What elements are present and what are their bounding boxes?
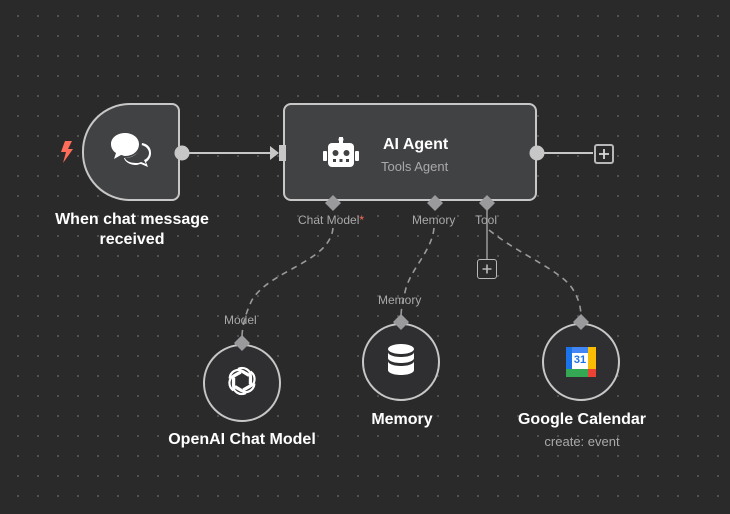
chat-model-port-label: Chat Model* <box>298 213 364 227</box>
trigger-node-chat[interactable] <box>82 103 180 201</box>
memory-port-label: Memory <box>412 213 456 227</box>
trigger-label-line1: When chat message <box>55 211 209 228</box>
add-tool-button[interactable] <box>477 259 497 279</box>
google-calendar-icon: 31 <box>566 347 596 377</box>
database-icon <box>387 343 415 381</box>
memory-input-port[interactable] <box>393 314 409 330</box>
tool-port[interactable] <box>479 195 495 211</box>
tool-port-label: Tool <box>475 213 498 227</box>
openai-input-port[interactable] <box>234 335 250 351</box>
calendar-input-port[interactable] <box>573 314 589 330</box>
required-marker: * <box>359 213 365 227</box>
robot-icon <box>323 137 359 176</box>
add-next-node-button[interactable] <box>594 144 614 164</box>
chat-model-port[interactable] <box>325 195 341 211</box>
google-calendar-node[interactable]: 31 <box>542 323 620 401</box>
plus-icon <box>482 264 492 274</box>
openai-port-label: Model <box>224 313 257 327</box>
calendar-node-sublabel: create: event <box>544 434 620 449</box>
calendar-node-label: Google Calendar <box>517 411 647 428</box>
chat-model-port-text: Chat Model <box>298 213 360 227</box>
memory-node-label: Memory <box>371 411 433 428</box>
agent-subtitle: Tools Agent <box>381 159 449 174</box>
calendar-day-text: 31 <box>573 354 587 366</box>
arrow-head <box>270 146 279 160</box>
trigger-label-line2: received <box>99 231 165 248</box>
openai-node-label: OpenAI Chat Model <box>168 431 316 448</box>
memory-node[interactable] <box>362 323 440 401</box>
connection-chat-model[interactable] <box>241 227 334 339</box>
agent-output-handle[interactable] <box>529 145 545 161</box>
agent-input-handle[interactable] <box>279 145 287 161</box>
connection-tool[interactable] <box>488 229 582 319</box>
openai-logo-icon <box>225 364 259 403</box>
ai-agent-node[interactable]: AI Agent Tools Agent <box>283 103 537 201</box>
connection-memory[interactable] <box>400 227 435 319</box>
memory-port[interactable] <box>427 195 443 211</box>
memory-node-port-label: Memory <box>378 293 422 307</box>
plus-icon <box>599 149 609 159</box>
openai-chat-model-node[interactable] <box>203 344 281 422</box>
trigger-output-handle[interactable] <box>174 145 190 161</box>
agent-title: AI Agent <box>383 136 449 153</box>
trigger-bolt-icon <box>60 141 74 168</box>
chat-bubbles-icon <box>109 131 153 174</box>
trigger-node-label: When chat message received <box>42 210 222 250</box>
